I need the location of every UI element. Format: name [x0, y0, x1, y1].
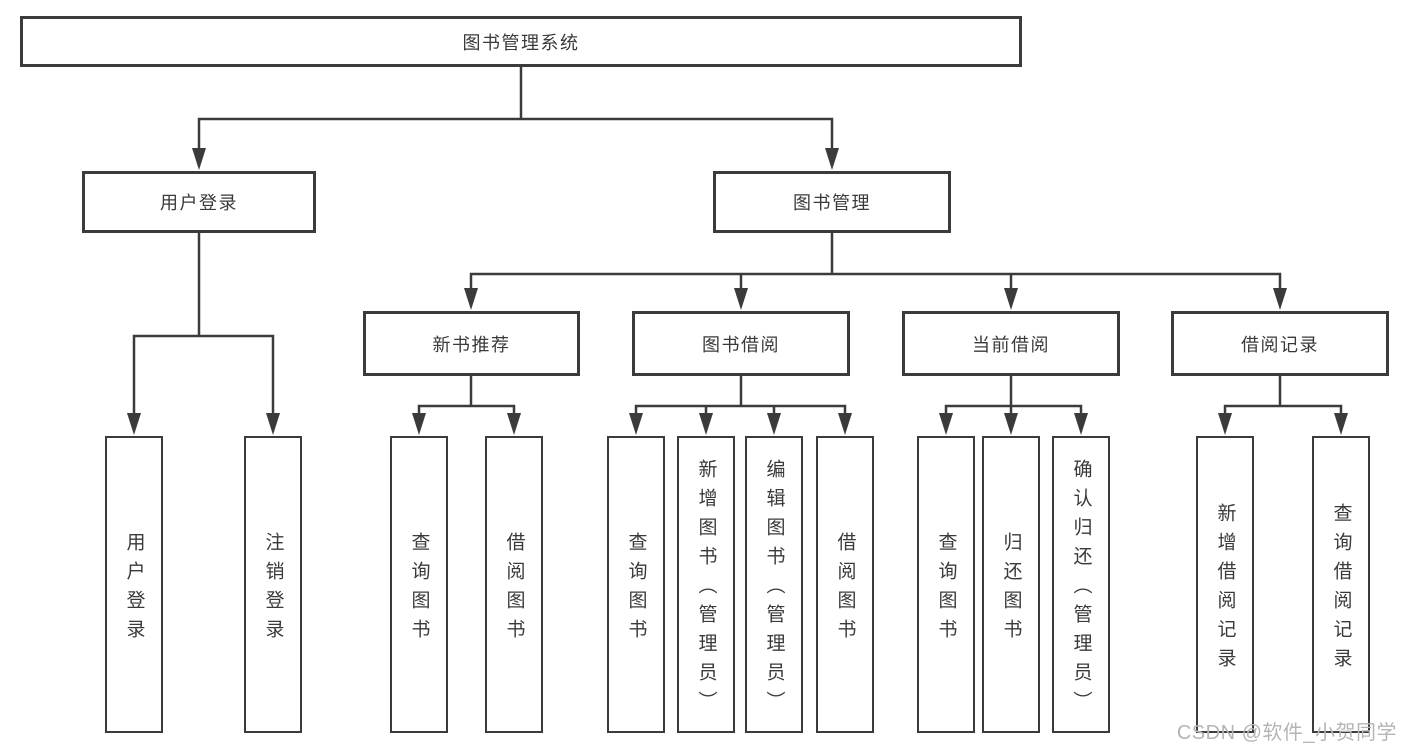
- leaf-label: 编辑图书（管理员）: [763, 459, 785, 720]
- node-label: 图书管理: [793, 193, 871, 213]
- node-label: 借阅记录: [1241, 334, 1319, 355]
- node-book-borrowing: 图书借阅: [632, 311, 850, 376]
- arrowheads: [127, 148, 1348, 435]
- node-label: 当前借阅: [972, 334, 1050, 355]
- leaf-label: 借阅图书: [503, 531, 525, 648]
- leaf-search-books: 查询图书: [390, 436, 448, 733]
- node-label: 用户登录: [160, 193, 238, 213]
- leaf-label: 用户登录: [123, 531, 145, 648]
- leaf-search-books: 查询图书: [607, 436, 665, 733]
- node-library-management-system: 图书管理系统: [20, 16, 1022, 67]
- leaf-label: 查询图书: [935, 531, 957, 648]
- leaf-label: 查询借阅记录: [1330, 502, 1352, 677]
- leaf-add-book-admin: 新增图书（管理员）: [677, 436, 735, 733]
- leaf-label: 新增图书（管理员）: [695, 459, 717, 720]
- leaf-user-login: 用户登录: [105, 436, 163, 733]
- csdn-watermark: CSDN @软件_小贺同学: [1176, 722, 1397, 744]
- leaf-label: 借阅图书: [834, 531, 856, 648]
- node-new-book-recommendation: 新书推荐: [363, 311, 580, 376]
- leaf-edit-book-admin: 编辑图书（管理员）: [745, 436, 803, 733]
- node-label: 新书推荐: [432, 334, 511, 355]
- leaf-borrow-books: 借阅图书: [816, 436, 874, 733]
- leaf-label: 查询图书: [408, 531, 430, 648]
- node-book-management: 图书管理: [713, 171, 951, 233]
- leaf-borrow-books: 借阅图书: [485, 436, 543, 733]
- leaf-add-borrow-record: 新增借阅记录: [1196, 436, 1254, 733]
- leaf-label: 确认归还（管理员）: [1070, 459, 1092, 720]
- leaf-search-books: 查询图书: [917, 436, 975, 733]
- leaf-return-books: 归还图书: [982, 436, 1040, 733]
- connector-paths: [132, 64, 1343, 417]
- node-current-borrowing: 当前借阅: [902, 311, 1120, 376]
- node-user-login: 用户登录: [82, 171, 316, 233]
- leaf-label: 新增借阅记录: [1214, 502, 1236, 677]
- node-label: 图书借阅: [702, 334, 780, 355]
- leaf-label: 查询图书: [625, 531, 647, 648]
- leaf-logout: 注销登录: [244, 436, 302, 733]
- leaf-confirm-return-admin: 确认归还（管理员）: [1052, 436, 1110, 733]
- node-borrowing-records: 借阅记录: [1171, 311, 1389, 376]
- node-label: 图书管理系统: [462, 32, 580, 53]
- leaf-label: 归还图书: [1000, 531, 1022, 648]
- leaf-label: 注销登录: [262, 531, 284, 648]
- leaf-search-borrow-record: 查询借阅记录: [1312, 436, 1370, 733]
